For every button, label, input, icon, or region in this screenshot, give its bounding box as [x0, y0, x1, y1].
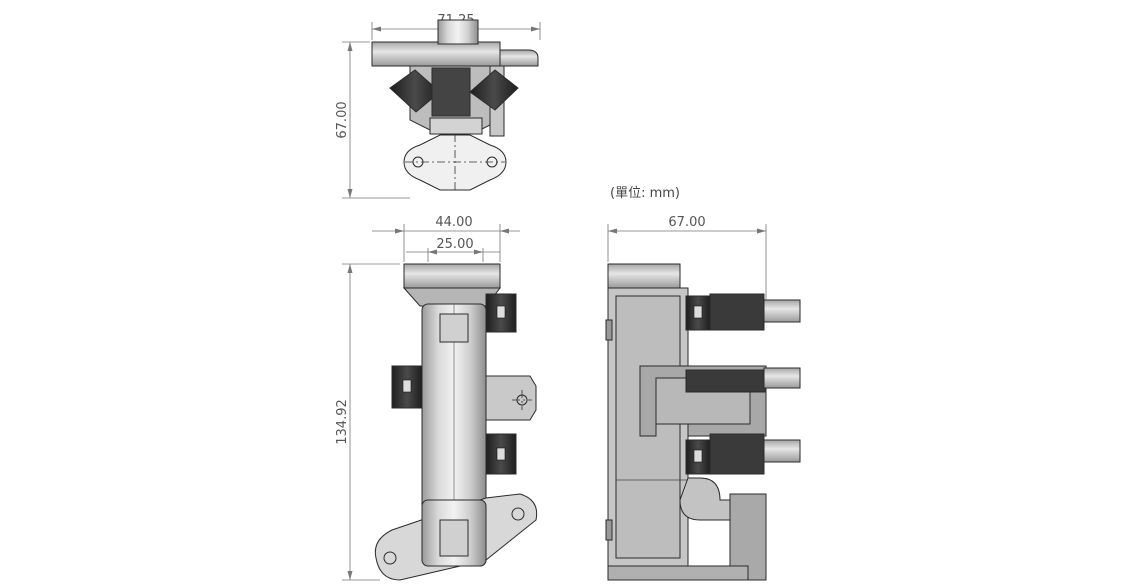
hose-barb-1 — [763, 299, 801, 323]
dim-label-front-height: 134.92 — [335, 399, 350, 445]
side-connector-1 — [685, 293, 801, 331]
top-connector-right — [469, 69, 519, 111]
unit-note: (單位: mm) — [610, 186, 680, 201]
top-neck — [429, 117, 483, 135]
dim-front-height: 134.92 — [335, 263, 400, 581]
side-base — [607, 565, 749, 581]
front-window-top — [439, 313, 469, 343]
dim-side-width: 67.00 — [607, 215, 767, 300]
dim-front-outer: 44.00 — [372, 215, 520, 262]
front-cap — [403, 263, 501, 289]
dim-label-front-outer: 44.00 — [435, 215, 472, 230]
side-cap — [607, 263, 681, 289]
hose-barb-3 — [763, 439, 801, 463]
top-center-connector — [431, 67, 471, 117]
front-bracket-hole-left — [383, 551, 397, 565]
side-connector-3 — [685, 433, 801, 475]
top-side-tab — [499, 49, 539, 67]
top-flange — [371, 41, 501, 67]
dim-front-inner: 25.00 — [406, 237, 500, 262]
top-view: 71.25 67.00 — [335, 13, 541, 199]
front-connector-1 — [485, 293, 517, 333]
side-view: 67.00 — [605, 215, 801, 581]
front-bracket-hole-right — [511, 507, 525, 521]
front-side-arm — [485, 375, 537, 421]
dim-label-side-width: 67.00 — [668, 215, 705, 230]
hose-stub — [437, 19, 479, 45]
dim-label-front-inner: 25.00 — [436, 237, 473, 252]
side-connector-2 — [685, 367, 801, 393]
dim-label-top-height: 67.00 — [335, 101, 350, 138]
front-view: 44.00 25.00 134.92 — [335, 215, 538, 581]
hose-barb-2 — [763, 367, 801, 389]
dim-top-height: 67.00 — [335, 41, 410, 199]
